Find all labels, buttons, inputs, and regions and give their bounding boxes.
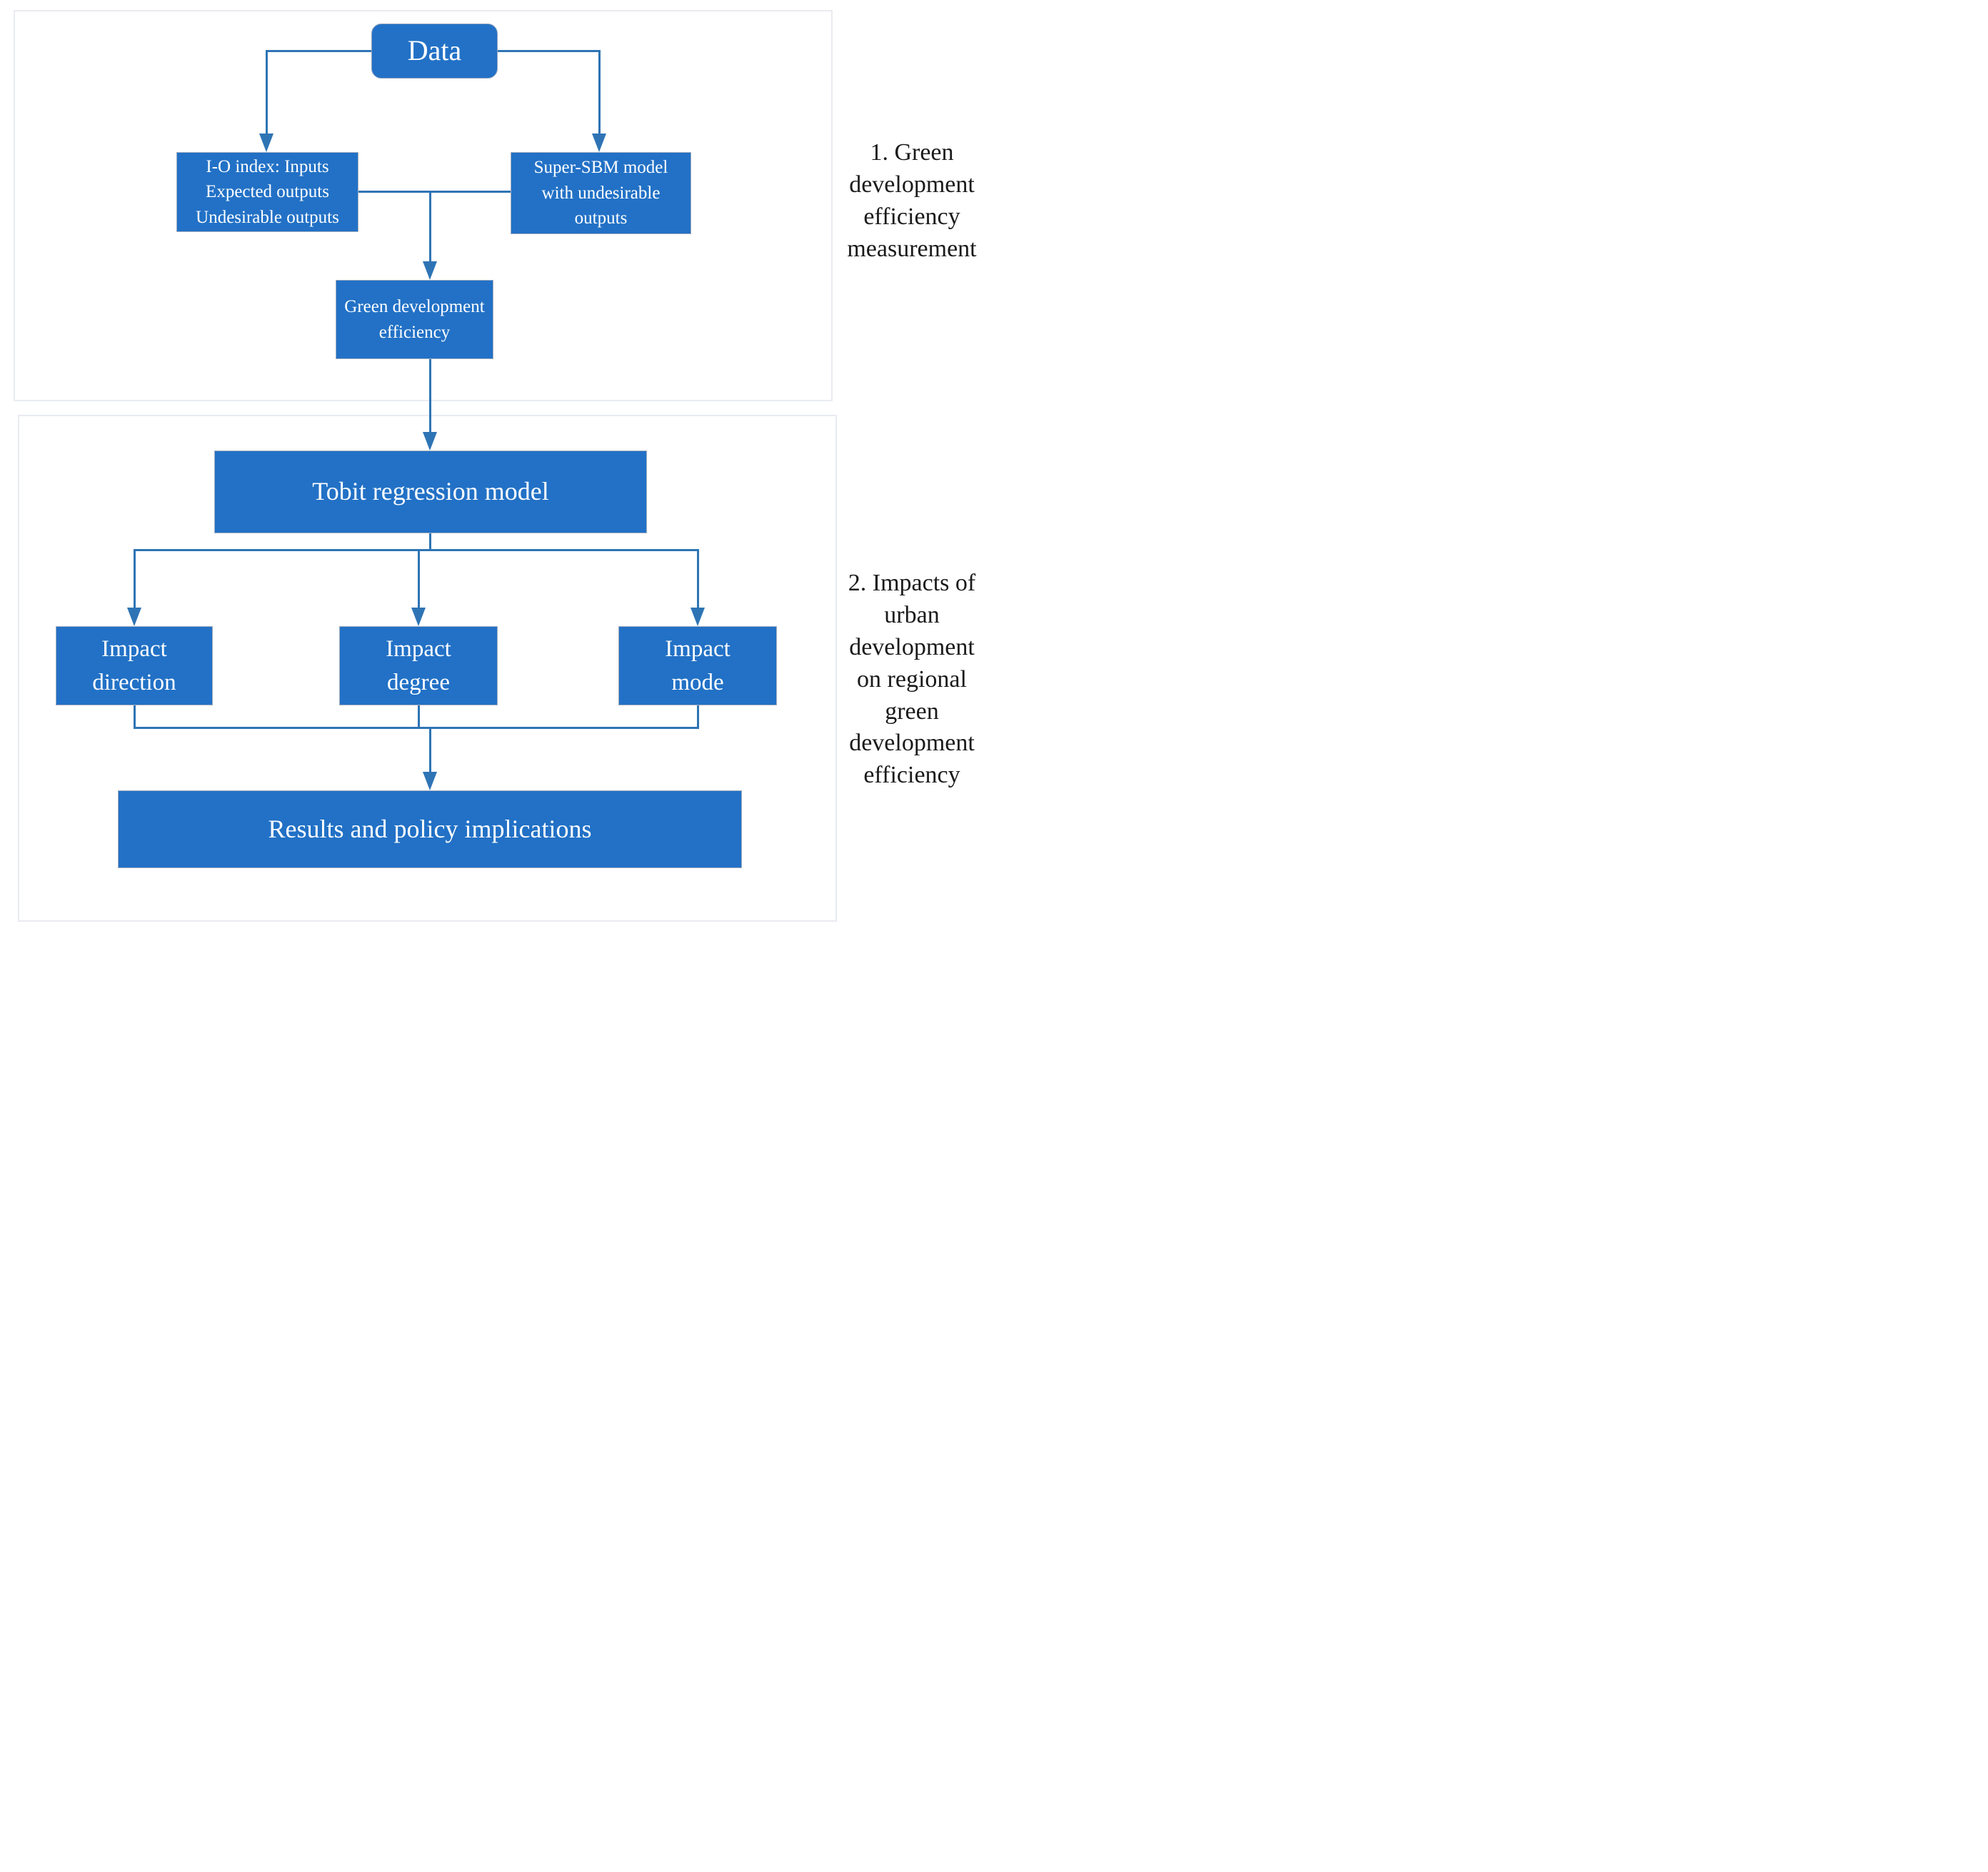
connector-line xyxy=(134,705,136,729)
connector-line xyxy=(134,727,699,729)
impact-mode-node: Impact mode xyxy=(618,626,777,705)
connector-line xyxy=(598,50,601,134)
io-index-node: I-O index: Inputs Expected outputs Undes… xyxy=(176,152,358,232)
connector-line xyxy=(266,50,371,52)
connector-line xyxy=(429,727,431,773)
connector-line xyxy=(418,705,420,729)
connector-line xyxy=(134,549,136,608)
connector-line xyxy=(134,549,699,551)
green-efficiency-node: Green development efficiency xyxy=(336,280,493,359)
arrow-down-icon xyxy=(127,608,141,626)
arrow-down-icon xyxy=(592,134,606,152)
connector-line xyxy=(697,705,699,729)
connector-line xyxy=(266,50,268,134)
arrow-down-icon xyxy=(423,261,437,280)
arrow-down-icon xyxy=(423,772,437,790)
section-1-label: 1. Green development efficiency measurem… xyxy=(847,139,977,262)
tobit-regression-node: Tobit regression model xyxy=(214,451,647,533)
super-sbm-node: Super-SBM model with undesirable outputs xyxy=(511,152,691,234)
connector-line xyxy=(358,191,511,193)
connector-line xyxy=(429,359,431,433)
data-node: Data xyxy=(371,24,498,79)
flowchart-figure: Data I-O index: Inputs Expected outputs … xyxy=(0,0,994,936)
connector-line xyxy=(429,533,431,550)
results-node: Results and policy implications xyxy=(118,790,742,868)
section-2-label: 2. Impacts of urban development on regio… xyxy=(848,570,976,789)
arrow-down-icon xyxy=(423,432,437,451)
arrow-down-icon xyxy=(691,608,705,626)
arrow-down-icon xyxy=(259,134,273,152)
impact-direction-node: Impact direction xyxy=(56,626,213,705)
connector-line xyxy=(429,191,431,262)
impact-degree-node: Impact degree xyxy=(339,626,498,705)
connector-line xyxy=(697,549,699,608)
connector-line xyxy=(418,549,420,608)
connector-line xyxy=(498,50,599,52)
arrow-down-icon xyxy=(411,608,426,626)
